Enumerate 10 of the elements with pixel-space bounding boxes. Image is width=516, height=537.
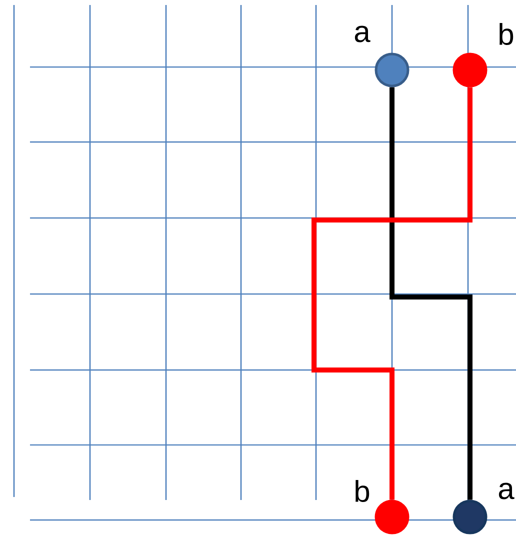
connector-line	[312, 87, 472, 500]
circle-marker	[452, 500, 488, 534]
circle-marker	[452, 52, 488, 88]
node-label: b	[500, 22, 514, 46]
node-label: a	[498, 482, 514, 500]
circle-marker	[374, 500, 410, 534]
connector-line	[390, 87, 472, 500]
node-label: b	[356, 480, 370, 502]
node-label: a	[354, 26, 370, 42]
circle-marker	[374, 52, 410, 88]
